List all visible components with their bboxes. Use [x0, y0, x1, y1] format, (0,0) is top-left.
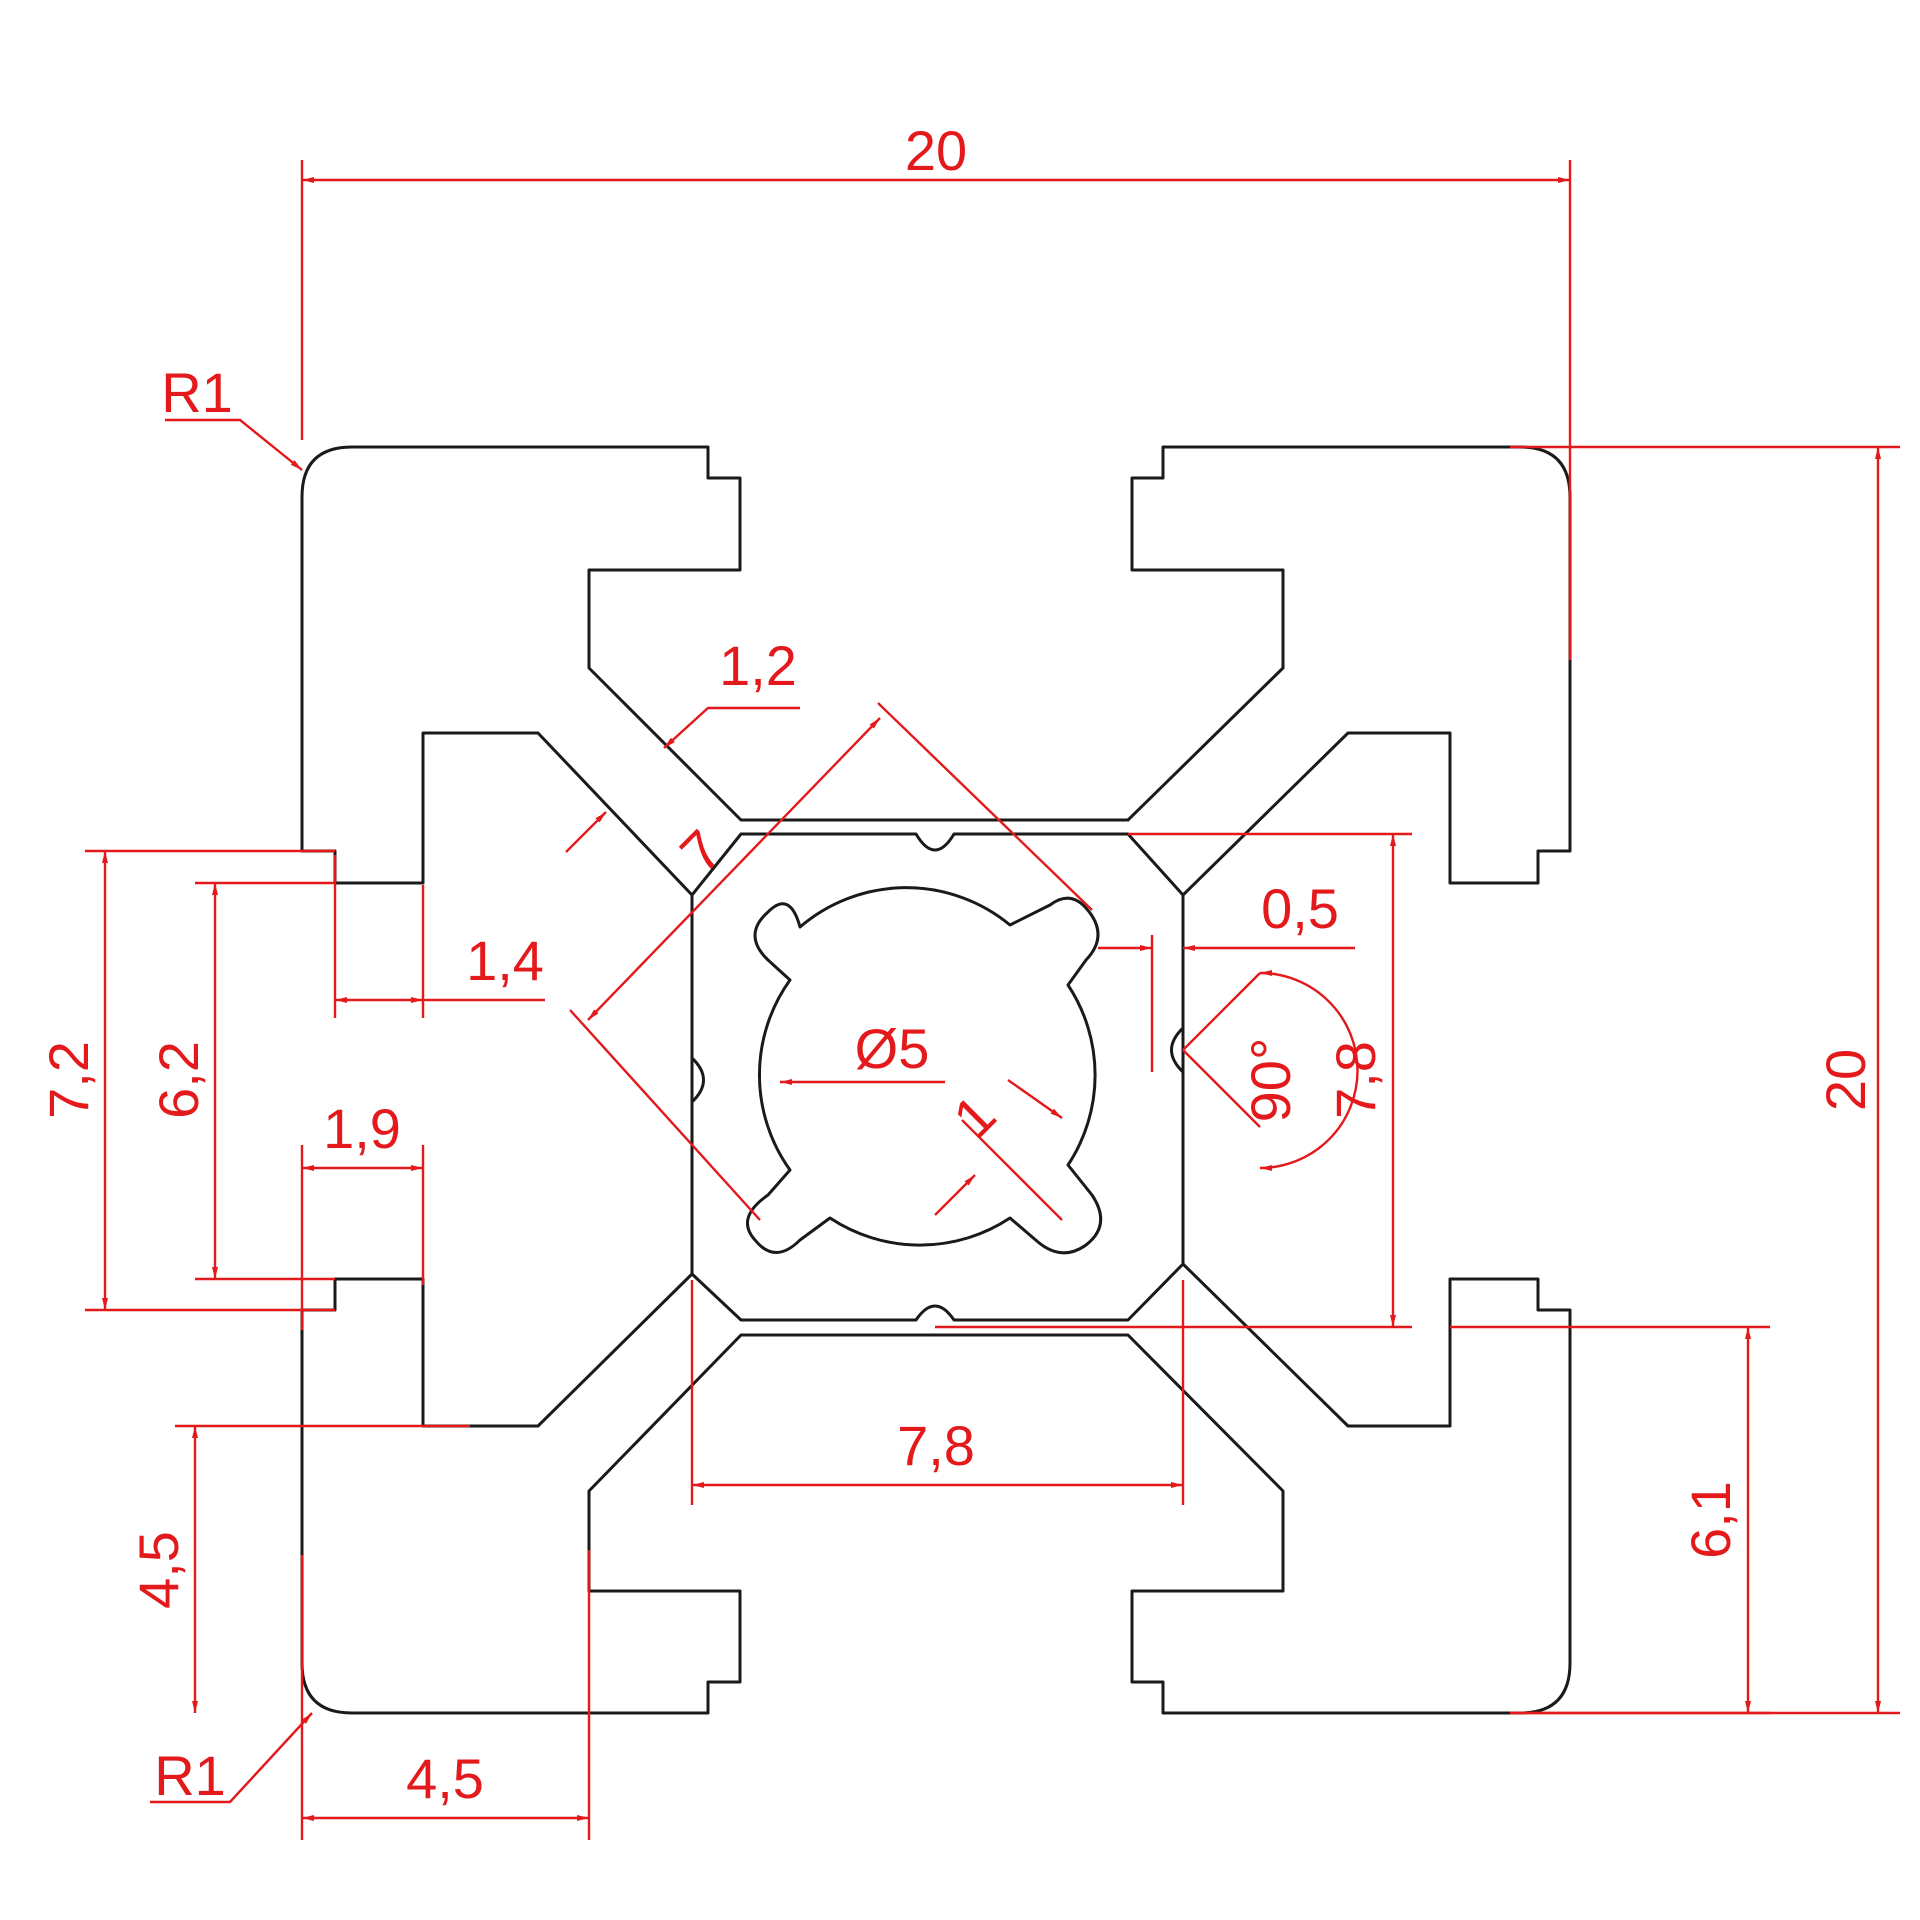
overall-width-label: 20: [905, 119, 967, 182]
flange-height-label: 4,5: [127, 1531, 190, 1609]
slot-offset-label: 6,1: [1679, 1481, 1742, 1559]
center-bore-label: Ø5: [855, 1017, 930, 1080]
overall-height-label: 20: [1814, 1049, 1877, 1111]
corner-radius-bottom-label: R1: [154, 1744, 226, 1807]
groove-angle-label: 90°: [1239, 1038, 1302, 1123]
slot-outer-height-label: 7,2: [37, 1041, 100, 1119]
slot-depth-label: 1,4: [466, 929, 544, 992]
dimension-labels: 20 20 R1 R1 1,2 7 1,4 1,9 7,2 6,2 4,5 4,…: [37, 119, 1877, 1810]
center-bore-contour: [745, 886, 1103, 1255]
slot-inner-height-label: 6,2: [147, 1041, 210, 1119]
inner-core-contour: [690, 832, 1185, 1322]
rib-thickness-label: 1,2: [719, 634, 797, 697]
flange-width-label: 4,5: [406, 1747, 484, 1810]
groove-gap-label: 0,5: [1261, 877, 1339, 940]
core-height-label: 7,8: [1324, 1041, 1387, 1119]
diagonal-width-label: 7: [668, 818, 735, 885]
dimension-lines: [85, 160, 1900, 1840]
corner-radius-top-label: R1: [161, 361, 233, 424]
key-width-label: 1: [941, 1083, 1008, 1150]
wall-thickness-label: 1,9: [323, 1097, 401, 1160]
core-width-label: 7,8: [897, 1414, 975, 1477]
